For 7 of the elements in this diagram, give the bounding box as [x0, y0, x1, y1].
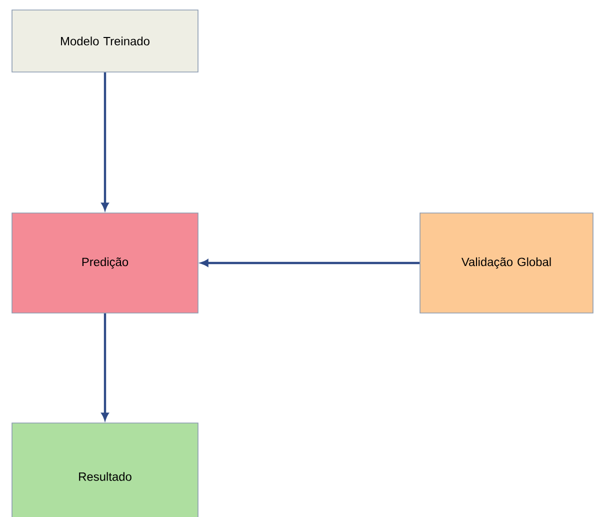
process-box: Predição [12, 212, 198, 314]
process-box: Resultado [12, 422, 198, 517]
arrow [200, 259, 420, 267]
arrow [101, 72, 109, 210]
process-box: Modelo Treinado [12, 10, 198, 72]
process-box: Validação Global [420, 212, 594, 314]
arrow [101, 313, 109, 420]
